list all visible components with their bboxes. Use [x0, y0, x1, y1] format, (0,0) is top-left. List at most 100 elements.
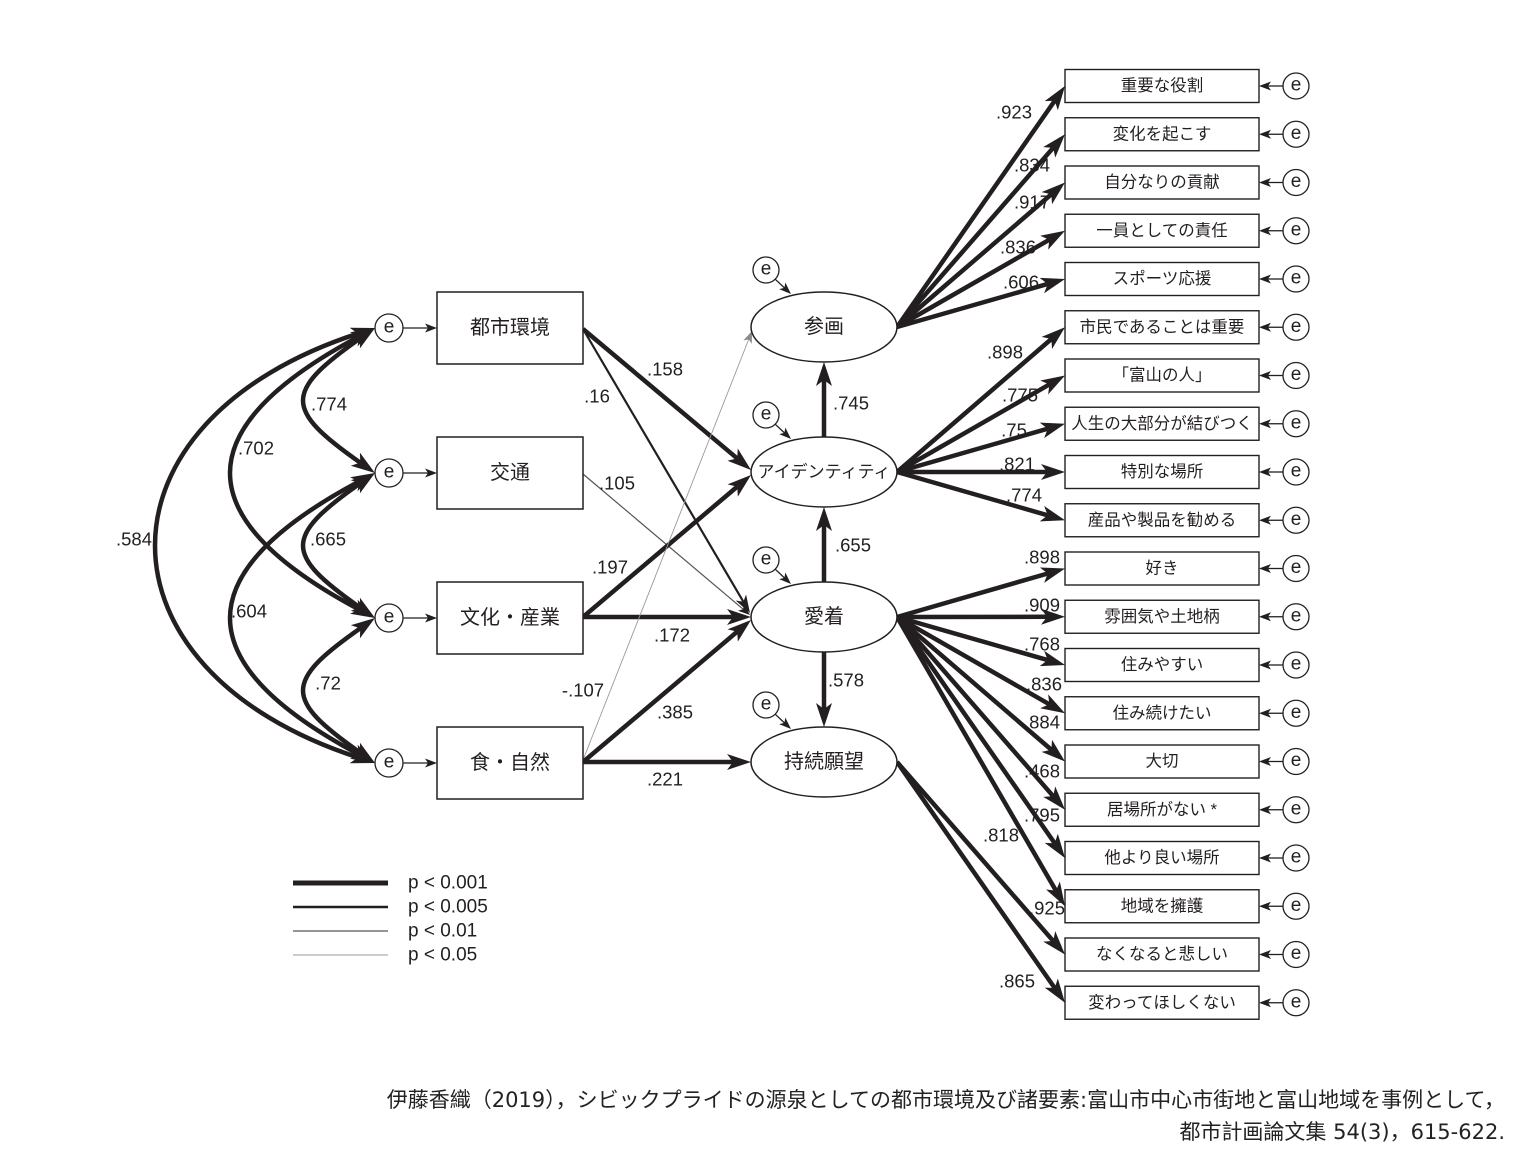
indicator-box	[1064, 503, 1260, 538]
loading-label: .884	[1024, 712, 1060, 733]
loading-arrow	[896, 614, 1066, 667]
indicator-item: 自分なりの貢献	[1064, 165, 1260, 200]
indicator-box	[1064, 647, 1260, 683]
loading-arrow	[895, 760, 1066, 955]
latent-factor-continuity: 持続願望	[750, 726, 898, 798]
exogenous-error-term: e	[374, 458, 404, 488]
indicator-item: スポーツ応援	[1064, 261, 1260, 297]
citation-line-2: 都市計画論文集 54(3)，615-622.	[1179, 1120, 1505, 1144]
indicator-error-term: e	[1282, 796, 1310, 824]
exogenous-error-term: e	[374, 313, 404, 343]
error-term-label: e	[761, 259, 772, 280]
loading-arrow	[895, 615, 1065, 907]
path-coefficient-label: .221	[647, 769, 683, 790]
error-term-label: e	[761, 694, 772, 715]
covariance-label: .774	[311, 394, 347, 415]
indicator-item: 重要な役割	[1064, 68, 1260, 104]
error-term-circle	[752, 691, 780, 719]
indicator-label: 他より良い場所	[1104, 848, 1219, 867]
loading-label: .468	[1024, 761, 1060, 782]
covariance-arc	[227, 472, 375, 764]
indicator-box	[1064, 454, 1260, 490]
latent-label: 愛着	[804, 605, 844, 628]
error-term-circle	[1282, 796, 1310, 824]
legend-label-p001: p < 0.001	[408, 873, 488, 894]
covariance-label: .584	[116, 529, 152, 550]
indicator-item: 雰囲気や土地柄	[1064, 599, 1260, 634]
loading-label: .925	[1029, 898, 1065, 919]
indicator-label: 住み続けたい	[1113, 703, 1212, 722]
indicator-error-term: e	[1282, 506, 1310, 534]
exogenous-box	[436, 291, 584, 365]
error-term-circle	[374, 748, 404, 778]
error-arrow	[774, 568, 792, 584]
error-term-label: e	[1291, 412, 1302, 433]
error-term-circle	[1282, 554, 1310, 583]
error-term-circle	[1282, 458, 1310, 486]
error-term-label: e	[1291, 171, 1302, 192]
legend-label-p01: p < 0.01	[408, 921, 477, 942]
indicator-item: 人生の大部分が結びつく	[1064, 406, 1260, 441]
path-arrow-culture_industry-to-identity	[581, 475, 752, 619]
indicator-error-term: e	[1282, 168, 1310, 197]
covariance-arc	[301, 472, 375, 619]
error-term-circle	[752, 401, 780, 429]
indicator-error-term: e	[1282, 554, 1310, 583]
error-term-circle	[374, 313, 404, 343]
indicator-error-term: e	[1282, 410, 1310, 438]
indicator-error-term: e	[1282, 940, 1310, 969]
error-arrow	[774, 713, 792, 729]
indicator-label: 大切	[1146, 752, 1179, 771]
covariance-label: .72	[315, 673, 341, 694]
loading-label: .768	[1024, 634, 1060, 655]
loading-label: .821	[999, 454, 1035, 475]
indicator-item: 住み続けたい	[1064, 696, 1260, 731]
latent-label: 持続願望	[784, 750, 864, 773]
legend-label-p05: p < 0.05	[408, 945, 477, 966]
exogenous-variable-transport: 交通	[436, 436, 584, 510]
indicator-item: 「富山の人」	[1064, 358, 1260, 393]
latent-error-term: e	[752, 546, 780, 574]
error-term-label: e	[1291, 557, 1302, 578]
error-term-label: e	[1291, 847, 1302, 868]
loading-arrow	[895, 615, 1066, 762]
path-coefficient-label: .578	[828, 670, 864, 691]
exogenous-variable-culture_industry: 文化・産業	[436, 581, 584, 655]
covariance-label: .665	[310, 529, 346, 550]
covariance-arc	[301, 617, 375, 764]
coefficient-labels-layer: .923.834.917.836.606.898.775.75.821.774.…	[116, 102, 1065, 992]
indicator-error-term: e	[1282, 844, 1310, 872]
indicator-box	[1064, 68, 1260, 104]
error-term-circle	[1282, 410, 1310, 438]
indicator-error-term: e	[1282, 265, 1310, 293]
indicator-box	[1064, 840, 1260, 876]
loading-label: .909	[1024, 595, 1060, 616]
exogenous-label: 食・自然	[470, 751, 550, 774]
path-coefficient-label: .655	[835, 535, 871, 556]
loading-arrow	[895, 182, 1066, 329]
exogenous-error-term: e	[374, 748, 404, 778]
indicator-label: 市民であることは重要	[1080, 317, 1245, 336]
indicator-label: 「富山の人」	[1113, 366, 1212, 385]
exogenous-label: 都市環境	[470, 316, 550, 339]
legend-label-p005: p < 0.005	[408, 897, 488, 918]
indicator-item: 市民であることは重要	[1064, 310, 1260, 345]
error-term-label: e	[761, 549, 772, 570]
edges-layer	[152, 81, 1283, 1008]
error-term-label: e	[1291, 991, 1302, 1012]
exogenous-variable-food_nature: 食・自然	[436, 726, 584, 800]
indicator-error-term: e	[1282, 313, 1310, 341]
indicator-label: 人生の大部分が結びつく	[1071, 414, 1253, 433]
error-term-label: e	[1291, 654, 1302, 675]
indicator-box	[1064, 551, 1260, 586]
error-term-circle	[1282, 217, 1310, 245]
error-term-circle	[752, 546, 780, 574]
indicator-box	[1064, 792, 1260, 827]
indicator-label: 変わってほしくない	[1088, 993, 1236, 1012]
latent-error-term: e	[752, 691, 780, 719]
path-arrow-food_nature-to-attachment	[581, 620, 752, 764]
latent-factor-participation: 参画	[750, 291, 898, 363]
loading-arrow	[896, 469, 1065, 522]
error-term-circle	[752, 256, 780, 284]
